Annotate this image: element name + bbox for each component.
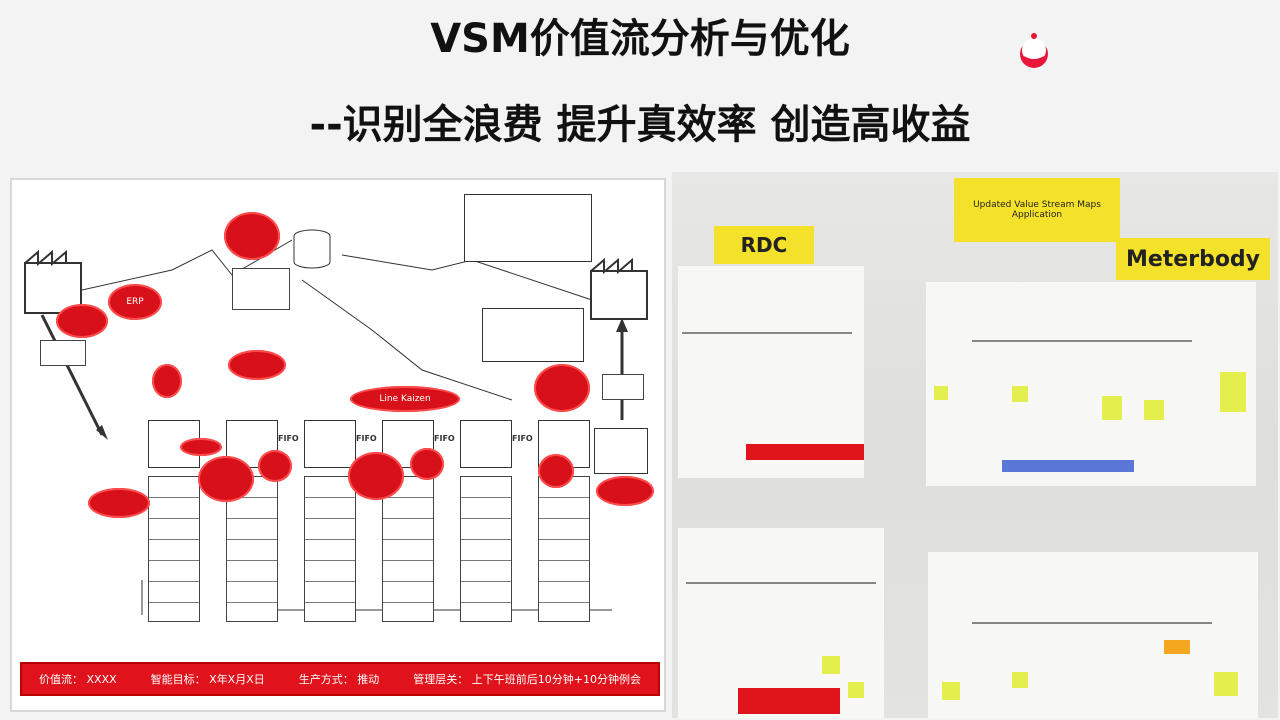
kaizen-bubble: ERP <box>108 284 162 320</box>
truck-left <box>40 340 86 366</box>
fifo-label-1: FIFO <box>278 434 299 443</box>
kaizen-bubble <box>410 448 444 480</box>
sticky-note <box>822 656 840 674</box>
customer-factory <box>590 258 648 320</box>
kaizen-bubble <box>88 488 150 518</box>
sticky-note <box>1144 400 1164 420</box>
wall-line <box>686 582 876 584</box>
data-column-4 <box>382 476 434 622</box>
kaizen-bubble <box>596 476 654 506</box>
page-title: VSM价值流分析与优化 <box>430 16 850 62</box>
fifo-label-4: FIFO <box>512 434 533 443</box>
production-control-box <box>232 268 290 310</box>
process-box-3 <box>304 420 356 468</box>
wall-sheet <box>928 552 1258 718</box>
kaizen-bubble <box>348 452 404 500</box>
kaizen-bubble <box>228 350 286 380</box>
orange-note <box>1164 640 1190 654</box>
sticky-note <box>942 682 960 700</box>
vsm-summary-bar: 价值流： XXXX 智能目标： X年X月X日 生产方式： 推动 管理层关： 上下… <box>20 662 660 696</box>
vsm-diagram: FIFO FIFO FIFO FIFO ERP Line Kaizen 价值流：… <box>10 178 666 712</box>
page-subtitle: --识别全浪费 提升真效率 创造高收益 <box>309 102 971 148</box>
sticky-note <box>1102 396 1122 420</box>
logo-icon <box>1020 33 1048 68</box>
red-strip <box>746 444 864 460</box>
fifo-label-2: FIFO <box>356 434 377 443</box>
blue-strip <box>1002 460 1134 472</box>
sticky-note <box>1220 372 1246 412</box>
summary-item: 管理层关： 上下午班前后10分钟+10分钟例会 <box>413 673 641 686</box>
sticky-note <box>1012 386 1028 402</box>
sticky-note <box>1214 672 1238 696</box>
data-column-5 <box>460 476 512 622</box>
label-rdc: RDC <box>714 226 814 264</box>
wall-sheet <box>926 282 1256 486</box>
wall-line <box>972 622 1212 624</box>
kaizen-bubble <box>180 438 222 456</box>
label-updated-note: Updated Value Stream Maps Application <box>954 178 1120 242</box>
database-icon <box>293 229 331 269</box>
wall-sheet <box>678 266 864 478</box>
truck-right <box>602 374 644 400</box>
process-box-7 <box>594 428 648 474</box>
info-box-mid <box>482 308 584 362</box>
data-column-6 <box>538 476 590 622</box>
process-box-5 <box>460 420 512 468</box>
data-column-3 <box>304 476 356 622</box>
label-meterbody: Meterbody <box>1116 238 1270 280</box>
sticky-note <box>848 682 864 698</box>
kaizen-bubble <box>224 212 280 260</box>
summary-item: 智能目标： X年X月X日 <box>150 673 265 686</box>
kaizen-bubble <box>534 364 590 412</box>
kaizen-bubble-line: Line Kaizen <box>350 386 460 412</box>
kaizen-bubble <box>152 364 182 398</box>
factory-roof-icon <box>24 250 67 267</box>
kaizen-bubble <box>258 450 292 482</box>
info-box-top <box>464 194 592 262</box>
factory-roof-icon <box>590 258 633 275</box>
data-column-1 <box>148 476 200 622</box>
kaizen-bubble <box>56 304 108 338</box>
fifo-label-3: FIFO <box>434 434 455 443</box>
sticky-note <box>934 386 948 400</box>
vsm-wall-photo: RDC Updated Value Stream Maps Applicatio… <box>672 172 1278 718</box>
sticky-note <box>1012 672 1028 688</box>
summary-item: 价值流： XXXX <box>39 673 117 686</box>
kaizen-bubble <box>198 456 254 502</box>
red-strip <box>738 688 840 714</box>
summary-item: 生产方式： 推动 <box>298 673 380 686</box>
wall-line <box>682 332 852 334</box>
supplier-factory <box>24 250 82 314</box>
wall-line <box>972 340 1192 342</box>
kaizen-bubble <box>538 454 574 488</box>
